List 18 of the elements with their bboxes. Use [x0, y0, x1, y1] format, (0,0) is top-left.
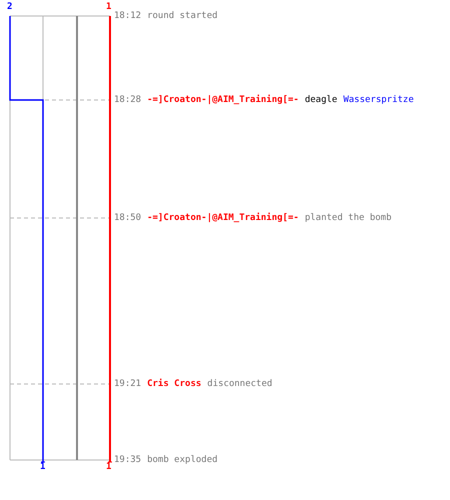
player-name: Cris Cross: [147, 379, 202, 389]
event-text: disconnected: [207, 379, 272, 389]
event-text: bomb exploded: [147, 455, 218, 465]
player-count: 2: [7, 2, 12, 12]
timestamp: 18:12: [114, 11, 142, 21]
player-count: 1: [106, 2, 112, 12]
timestamp: 18:28: [114, 95, 142, 105]
player-name: -=]Croaton-|@AIM_Training[=-: [147, 95, 299, 105]
weapon-name: deagle: [304, 95, 338, 105]
timestamp: 19:35: [114, 455, 142, 465]
event-text: planted the bomb: [304, 213, 392, 223]
player-name: Wasserspritze: [343, 95, 414, 105]
event-text: round started: [147, 11, 218, 21]
player-count: 1: [40, 462, 46, 472]
timestamp: 18:50: [114, 213, 142, 223]
timestamp: 19:21: [114, 379, 142, 389]
player-name: -=]Croaton-|@AIM_Training[=-: [147, 213, 299, 223]
player-count: 1: [106, 462, 112, 472]
